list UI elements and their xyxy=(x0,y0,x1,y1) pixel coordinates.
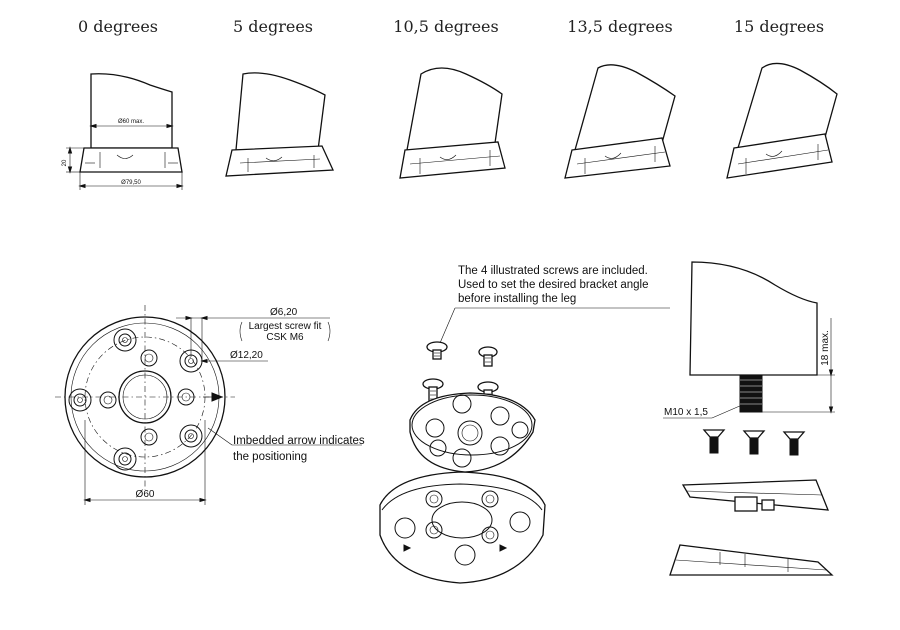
thread-dim: M10 x 1,5 xyxy=(664,407,708,418)
angle-label-13-5: 13,5 degrees xyxy=(567,17,672,36)
leg-5-degrees xyxy=(225,72,334,177)
leg-side-view: 18 max. M10 x 1,5 xyxy=(663,261,835,576)
angle-label-15: 15 degrees xyxy=(734,17,824,36)
counterbore-dim: Ø12,20 xyxy=(230,350,263,361)
leg-13-5-degrees xyxy=(564,64,676,179)
countersunk-screw-3-icon xyxy=(782,431,806,456)
angled-plate xyxy=(681,479,829,512)
leg-15-degrees xyxy=(726,62,838,179)
countersunk-screw-2-icon xyxy=(742,430,766,455)
screw-note-line-1: Largest screw fit xyxy=(249,321,322,332)
wedge-base xyxy=(669,544,834,576)
leg-10-5-degrees xyxy=(399,67,506,179)
countersunk-screw-1-icon xyxy=(702,429,726,454)
positioning-arrow-icon xyxy=(211,392,224,402)
upper-bracket-disc xyxy=(409,392,536,473)
diameter-dim: Ø60 xyxy=(136,489,155,500)
angle-label-0: 0 degrees xyxy=(78,17,158,36)
thread-length-dim: 18 max. xyxy=(820,330,831,366)
inner-diameter-dim: Ø60 max. xyxy=(118,119,144,125)
screw-note-line-2: CSK M6 xyxy=(266,332,304,343)
exploded-view: The 4 illustrated screws are included. U… xyxy=(379,265,670,584)
screws-note-line-2: Used to set the desired bracket angle xyxy=(458,279,649,291)
screw-hole-dim: Ø6,20 xyxy=(270,307,298,318)
screws-note-line-1: The 4 illustrated screws are included. xyxy=(458,265,648,277)
arrow-note-line-2: the positioning xyxy=(233,451,307,463)
angle-label-5: 5 degrees xyxy=(233,17,313,36)
arrow-note-line-1: Imbedded arrow indicates xyxy=(233,435,365,447)
screw-2-icon xyxy=(478,346,498,367)
plan-view: Ø6,20 Largest screw fit CSK M6 Ø12,20 Ø6… xyxy=(55,305,365,505)
leg-0-degrees: Ø60 max. 20 Ø79,50 xyxy=(62,73,184,190)
height-dim: 20 xyxy=(62,159,68,166)
lower-bracket-base xyxy=(379,471,546,584)
base-diameter-dim: Ø79,50 xyxy=(121,180,141,186)
screws-note-line-3: before installing the leg xyxy=(458,293,576,305)
angle-label-10-5: 10,5 degrees xyxy=(393,17,498,36)
screw-1-icon xyxy=(426,341,448,360)
